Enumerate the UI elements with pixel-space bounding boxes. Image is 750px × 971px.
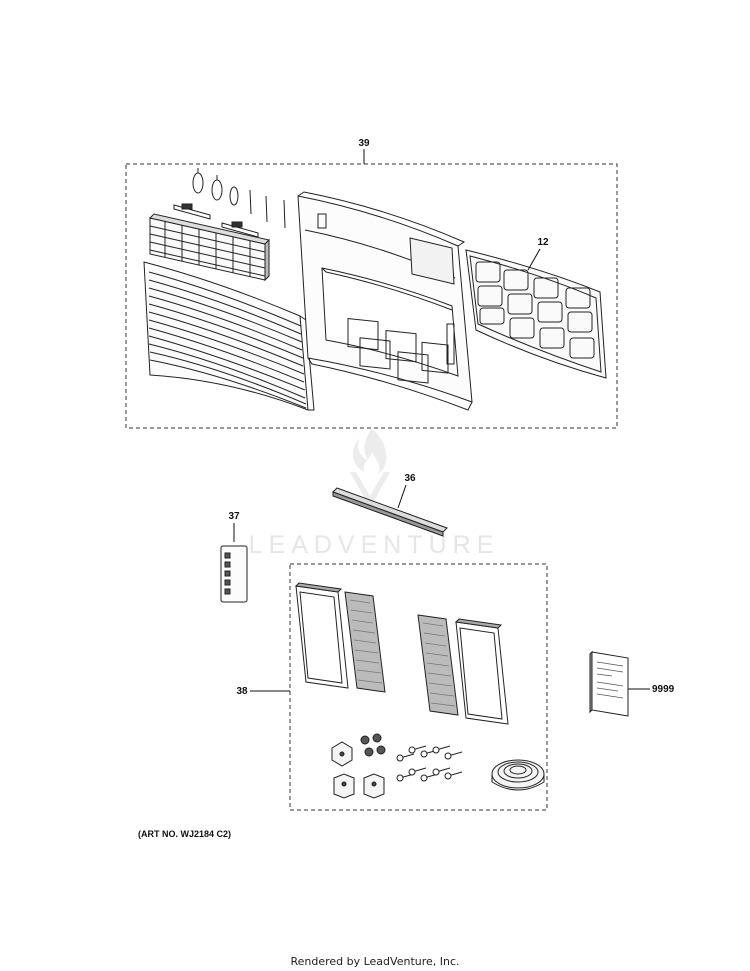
air-vent-grille — [149, 213, 270, 282]
front-panel-frame — [297, 191, 473, 411]
kit-38-outline — [289, 563, 548, 811]
callout-39[interactable]: 39 — [358, 138, 370, 149]
clip-hardware — [173, 168, 286, 238]
watermark: LEADVENTURE — [249, 428, 500, 559]
side-curtain-frame-right — [454, 618, 509, 725]
control-panel-label — [220, 545, 248, 603]
callout-36[interactable]: 36 — [404, 473, 416, 484]
mounting-brackets — [331, 741, 385, 799]
callout-9999[interactable]: 9999 — [652, 684, 675, 695]
callout-38[interactable]: 38 — [236, 686, 248, 697]
kit-39-outline — [125, 163, 618, 429]
side-curtain-panel-right — [417, 614, 459, 716]
air-filter — [465, 249, 607, 379]
front-grille — [143, 261, 315, 411]
side-curtain-panel-left — [344, 591, 386, 693]
callout-37[interactable]: 37 — [228, 511, 240, 522]
watermark-text: LEADVENTURE — [249, 531, 500, 559]
art-number: (ART NO. WJ2184 C2) — [138, 829, 232, 839]
side-curtain-frame-left — [294, 582, 349, 689]
callout-12[interactable]: 12 — [537, 237, 549, 248]
screws — [360, 733, 463, 782]
owners-manual — [589, 650, 629, 717]
footer-credit: Rendered by LeadVenture, Inc. — [290, 955, 460, 968]
seal-strip — [332, 487, 448, 537]
foam-seal-roll — [491, 759, 545, 791]
